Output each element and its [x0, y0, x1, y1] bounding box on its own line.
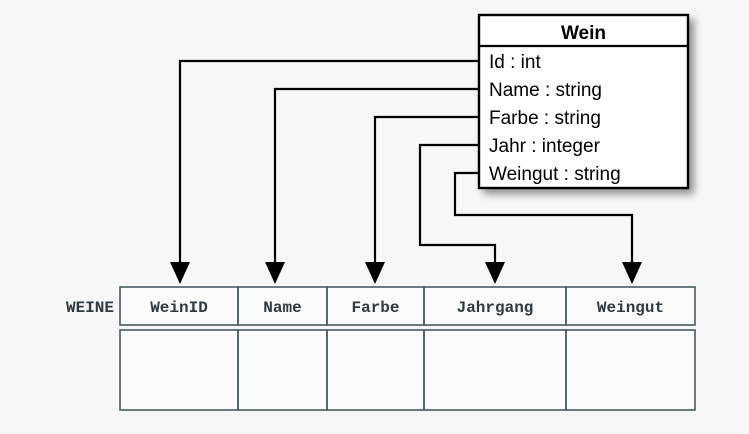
connector-name-to-name — [273, 87, 481, 268]
uml-attribute-4: Weingut : string — [489, 164, 621, 185]
arrow-head-weinid — [170, 262, 190, 284]
db-data-cell-0-4[interactable] — [565, 329, 696, 411]
db-column-header-0: WeinID — [150, 299, 208, 317]
uml-class-title: Wein — [561, 23, 606, 44]
db-column-header-3: Jahrgang — [457, 299, 534, 317]
uml-class-wein[interactable] — [477, 13, 690, 190]
db-table-row — [119, 329, 696, 411]
db-column-header-2: Farbe — [351, 299, 399, 317]
uml-attribute-3: Jahr : integer — [489, 136, 601, 157]
connector-weingut-to-weingut — [453, 171, 634, 268]
db-table-header-row: WeinID Name Farbe Jahrgang Weingut — [119, 286, 696, 326]
db-column-header-4: Weingut — [597, 299, 664, 317]
db-column-header-1: Name — [263, 299, 301, 317]
uml-class-outline — [477, 13, 690, 190]
uml-attribute-2: Farbe : string — [489, 108, 601, 129]
arrow-head-farbe — [365, 262, 385, 284]
db-header-cell-4 — [565, 286, 696, 326]
connector-id-to-weinid — [178, 59, 481, 268]
connector-farbe-to-farbe — [373, 115, 481, 268]
mapping-connectors — [170, 59, 642, 284]
db-table-label: WEINE — [66, 299, 114, 317]
arrow-head-jahrgang — [485, 262, 505, 284]
uml-attribute-1: Name : string — [489, 80, 602, 101]
arrow-head-weingut — [622, 262, 642, 284]
uml-attribute-0: Id : int — [489, 52, 541, 73]
arrow-head-name — [265, 262, 285, 284]
connector-jahr-to-jahrgang — [418, 143, 497, 268]
